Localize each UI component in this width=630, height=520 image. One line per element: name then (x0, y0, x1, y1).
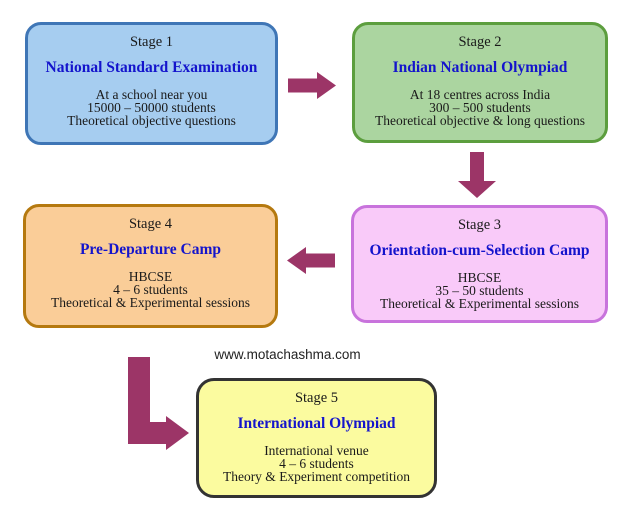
stage-4-box: Stage 4 Pre-Departure Camp HBCSE 4 – 6 s… (23, 204, 278, 328)
arrow-stage1-to-stage2-icon (288, 72, 336, 99)
stage-4-details: HBCSE 4 – 6 students Theoretical & Exper… (50, 269, 251, 310)
stage-3-line: Theoretical & Experimental sessions (379, 295, 580, 311)
arrow-shape (128, 357, 189, 450)
arrow-shape (288, 72, 336, 99)
stage-5-line: Theory & Experiment competition (222, 468, 411, 484)
arrow-stage3-to-stage4-icon (287, 247, 335, 274)
stage-1-title: National Standard Examination (45, 58, 258, 76)
stage-4-line: 4 – 6 students (113, 282, 188, 298)
stage-1-details: At a school near you 15000 – 50000 stude… (67, 87, 236, 128)
stage-3-line: 35 – 50 students (435, 283, 524, 299)
stage-2-title: Indian National Olympiad (392, 58, 568, 76)
stage-4-line: HBCSE (128, 269, 173, 285)
arrow-stage4-to-stage5-icon (128, 357, 189, 450)
stage-5-heading: Stage 5 (294, 390, 339, 406)
stage-5-box: Stage 5 International Olympiad Internati… (196, 378, 437, 498)
stage-3-details: HBCSE 35 – 50 students Theoretical & Exp… (379, 270, 580, 311)
stage-4-title: Pre-Departure Camp (79, 240, 222, 258)
stage-1-line: At a school near you (95, 87, 208, 103)
stage-3-box: Stage 3 Orientation-cum-Selection Camp H… (351, 205, 608, 323)
stage-3-heading: Stage 3 (457, 217, 502, 233)
stage-4-heading: Stage 4 (128, 216, 173, 232)
stage-2-line: At 18 centres across India (409, 87, 551, 103)
stage-4-line: Theoretical & Experimental sessions (50, 294, 251, 310)
stage-1-line: 15000 – 50000 students (87, 100, 216, 116)
arrow-shape (287, 247, 335, 274)
stage-3-line: HBCSE (457, 270, 502, 286)
stage-5-line: International venue (264, 443, 369, 459)
stage-1-heading: Stage 1 (129, 34, 174, 50)
arrow-shape (458, 152, 496, 198)
arrow-stage2-to-stage3-icon (458, 152, 496, 198)
stage-2-box: Stage 2 Indian National Olympiad At 18 c… (352, 22, 608, 143)
stage-2-heading: Stage 2 (458, 34, 502, 50)
stage-2-line: Theoretical objective & long questions (375, 112, 585, 128)
stage-2-line: 300 – 500 students (429, 100, 531, 116)
watermark-text: www.motachashma.com (214, 347, 361, 362)
stage-1-line: Theoretical objective questions (67, 112, 236, 128)
stage-5-line: 4 – 6 students (279, 456, 354, 472)
stage-5-title: International Olympiad (237, 414, 396, 432)
stage-2-details: At 18 centres across India 300 – 500 stu… (375, 87, 585, 128)
stage-3-title: Orientation-cum-Selection Camp (369, 241, 590, 259)
stage-5-details: International venue 4 – 6 students Theor… (222, 443, 411, 484)
stage-1-box: Stage 1 National Standard Examination At… (25, 22, 278, 145)
